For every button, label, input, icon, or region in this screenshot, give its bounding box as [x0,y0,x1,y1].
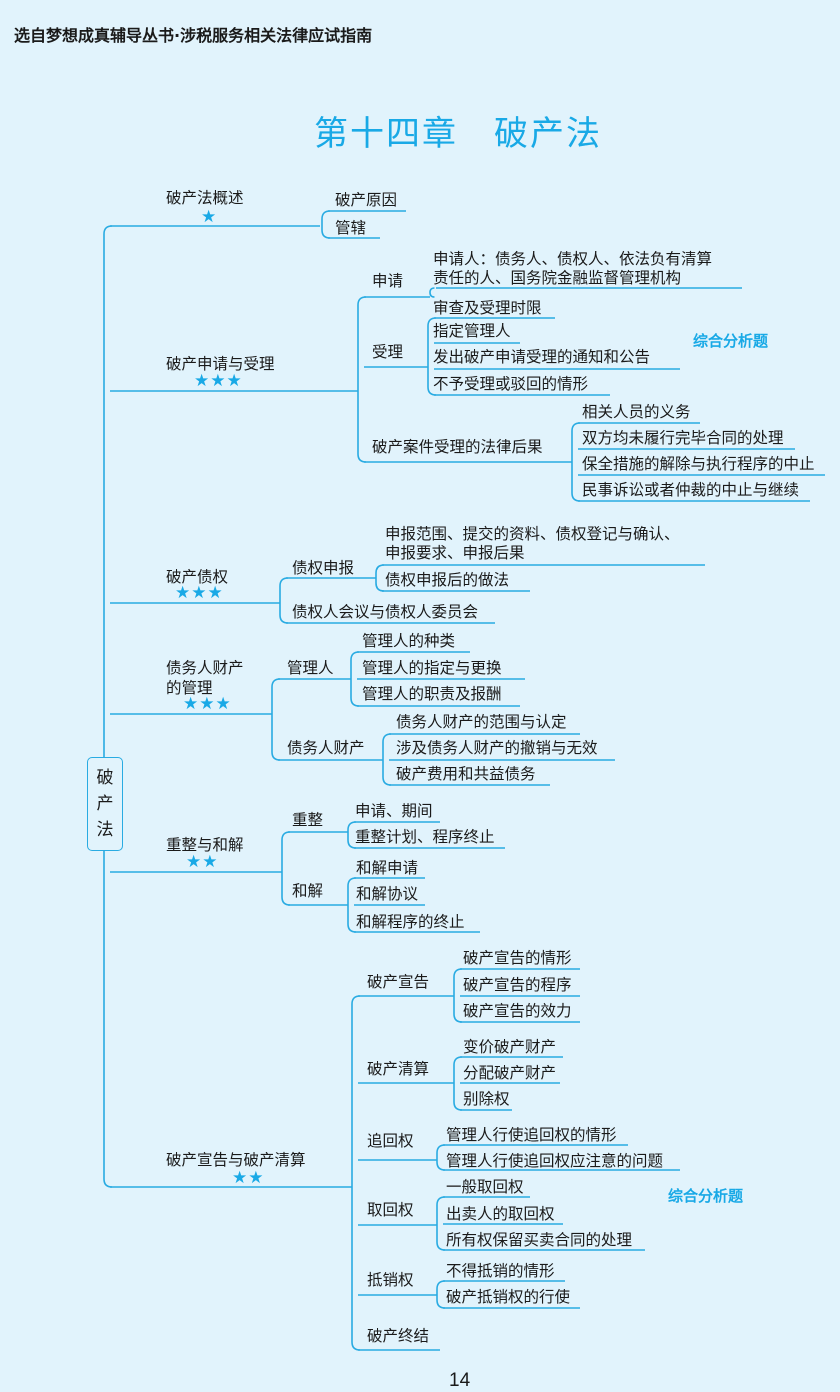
bracket-connector [103,225,113,1188]
leaf-item: 所有权保留买卖合同的处理 [446,1231,633,1249]
importance-stars: ★★★ [175,583,224,603]
leaf-item: 破产宣告的效力 [463,1002,572,1020]
leaf-item: 和解申请 [356,859,419,877]
leaf-item: 申请人：债务人、债权人、依法负有清算 [433,250,713,268]
leaf-item: 指定管理人 [433,322,511,340]
leaf-item: 债权申报后的做法 [385,571,510,589]
sub-label: 债权人会议与债权人委员会 [292,603,479,621]
bracket-connector [347,877,357,933]
bracket-connector [351,995,361,1351]
book-header: 选自梦想成真辅导丛书·涉税服务相关法律应试指南 [14,26,373,45]
leaf-item: 审查及受理时限 [433,299,542,317]
bracket-connector [453,968,463,1023]
leaf-item: 破产原因 [335,191,398,209]
branch-label: 破产债权 [166,568,229,586]
sub-label: 和解 [292,882,324,900]
leaf-item: 破产费用和共益债务 [396,765,536,783]
leaf-item: 管辖 [335,219,367,237]
bracket-connector [321,210,331,239]
sub-label: 管理人 [287,659,334,677]
leaf-item: 和解程序的终止 [356,913,465,931]
leaf-item: 申报要求、申报后果 [385,544,525,562]
bracket-connector [436,1280,446,1309]
branch-label: 破产宣告与破产清算 [166,1151,306,1169]
sub-label: 债权申报 [292,559,355,577]
branch-label: 债务人财产 [166,659,244,677]
branch-label: 破产法概述 [166,189,244,207]
root-node: 破 产 法 [87,757,123,851]
leaf-item: 变价破产财产 [463,1038,557,1056]
callout-comprehensive-question: 综合分析题 [668,1187,744,1205]
importance-stars: ★★ [232,1168,265,1188]
bracket-connector [571,422,581,502]
callout-comprehensive-question: 综合分析题 [693,332,769,350]
bracket-connector [382,733,392,786]
bracket-connector [427,317,437,396]
bracket-connector [350,651,360,707]
leaf-item: 不予受理或驳回的情形 [433,375,589,393]
leaf-item: 一般取回权 [446,1178,524,1196]
sub-label: 重整 [292,811,324,829]
leaf-item: 和解协议 [356,885,419,903]
page-number: 14 [449,1370,471,1391]
bracket-connector [429,287,435,298]
leaf-item: 别除权 [463,1090,510,1108]
sub-label: 债务人财产 [287,739,365,757]
bracket-connector [281,831,291,906]
branch-label: 重整与和解 [166,836,244,854]
leaf-item: 管理人行使追回权应注意的问题 [446,1152,664,1170]
sub-label: 破产终结 [367,1327,430,1345]
branch-label: 的管理 [166,679,213,697]
leaf-item: 破产抵销权的行使 [446,1288,571,1306]
root-char: 法 [96,820,114,840]
importance-stars: ★★★ [183,694,232,714]
leaf-item: 民事诉讼或者仲裁的中止与继续 [582,481,800,499]
bracket-connector [453,1056,463,1111]
importance-stars: ★ [201,207,218,227]
sub-label: 追回权 [367,1132,414,1150]
bracket-connector [357,296,367,463]
bracket-connector [347,821,357,849]
sub-label: 抵销权 [367,1271,414,1289]
root-char: 产 [96,794,114,814]
chapter-title: 第十四章 破产法 [314,114,602,154]
leaf-item: 不得抵销的情形 [446,1262,555,1280]
leaf-item: 管理人行使追回权的情形 [446,1126,617,1144]
leaf-item: 双方均未履行完毕合同的处理 [582,429,784,447]
bracket-connector [279,577,289,624]
leaf-item: 申请、期间 [355,802,433,820]
leaf-item: 涉及债务人财产的撤销与无效 [396,739,598,757]
sub-label: 申请 [372,272,404,290]
importance-stars: ★★★ [194,371,243,391]
root-char: 破 [96,768,114,788]
leaf-item: 保全措施的解除与执行程序的中止 [582,455,815,473]
leaf-item: 重整计划、程序终止 [355,828,495,846]
branch-label: 破产申请与受理 [166,355,275,373]
bracket-connector [436,1196,446,1251]
leaf-item: 管理人的种类 [362,632,456,650]
leaf-item: 发出破产申请受理的通知和公告 [433,348,651,366]
sub-label: 破产宣告 [367,973,430,991]
bracket-connector [375,564,385,592]
bracket-connector [436,1144,446,1171]
leaf-item: 责任的人、国务院金融监督管理机构 [433,269,682,287]
sub-label: 破产清算 [367,1060,430,1078]
leaf-item: 债务人财产的范围与认定 [396,713,567,731]
bracket-connector [271,678,281,761]
importance-stars: ★★ [186,852,219,872]
leaf-item: 管理人的指定与更换 [362,659,502,677]
sub-label: 破产案件受理的法律后果 [372,438,543,456]
leaf-item: 破产宣告的程序 [463,976,572,994]
sub-label: 受理 [372,343,404,361]
leaf-item: 管理人的职责及报酬 [362,685,502,703]
leaf-item: 申报范围、提交的资料、债权登记与确认、 [385,525,680,543]
leaf-item: 破产宣告的情形 [463,949,572,967]
leaf-item: 相关人员的义务 [582,403,691,421]
sub-label: 取回权 [367,1201,414,1219]
leaf-item: 出卖人的取回权 [446,1205,555,1223]
leaf-item: 分配破产财产 [463,1064,557,1082]
